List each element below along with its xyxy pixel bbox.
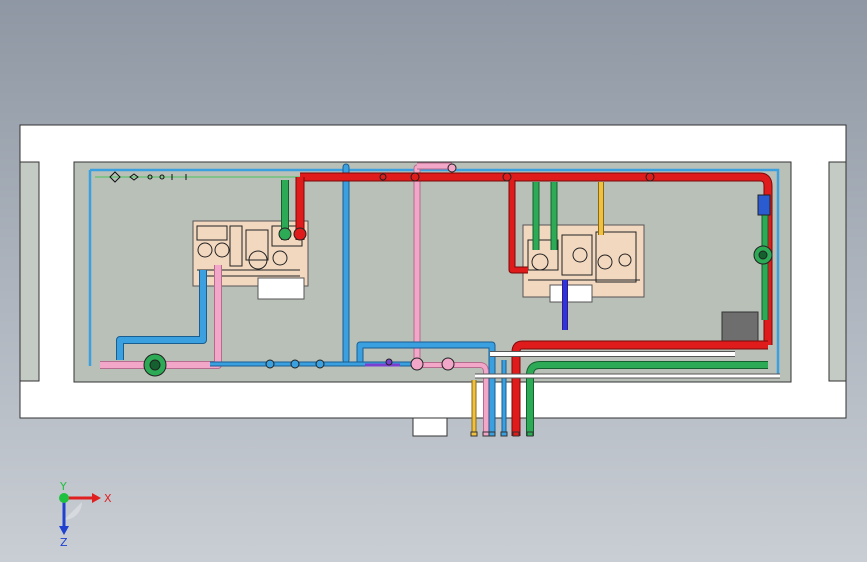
white-pipes [475,351,780,379]
perimeter-blue-pipe [88,168,780,376]
instrument-symbols [109,171,187,183]
coordinate-triad: X Y Z [59,480,112,549]
y-axis-label: Y [59,480,67,493]
pipe-valves [143,163,773,377]
z-axis-arrowhead [59,526,69,535]
pipe-stub-ends [470,431,534,437]
x-axis-arrowhead [92,493,101,503]
purple-pipes [365,280,568,367]
control-cabinet [721,311,759,343]
y-axis-dot [59,493,69,503]
yellow-pipe [471,182,604,436]
x-axis-label: X [104,492,112,505]
equipment-skid-right [522,224,645,303]
z-axis-label: Z [60,536,68,549]
triad-arc [64,502,82,520]
blue-loop-pipes [116,270,507,436]
